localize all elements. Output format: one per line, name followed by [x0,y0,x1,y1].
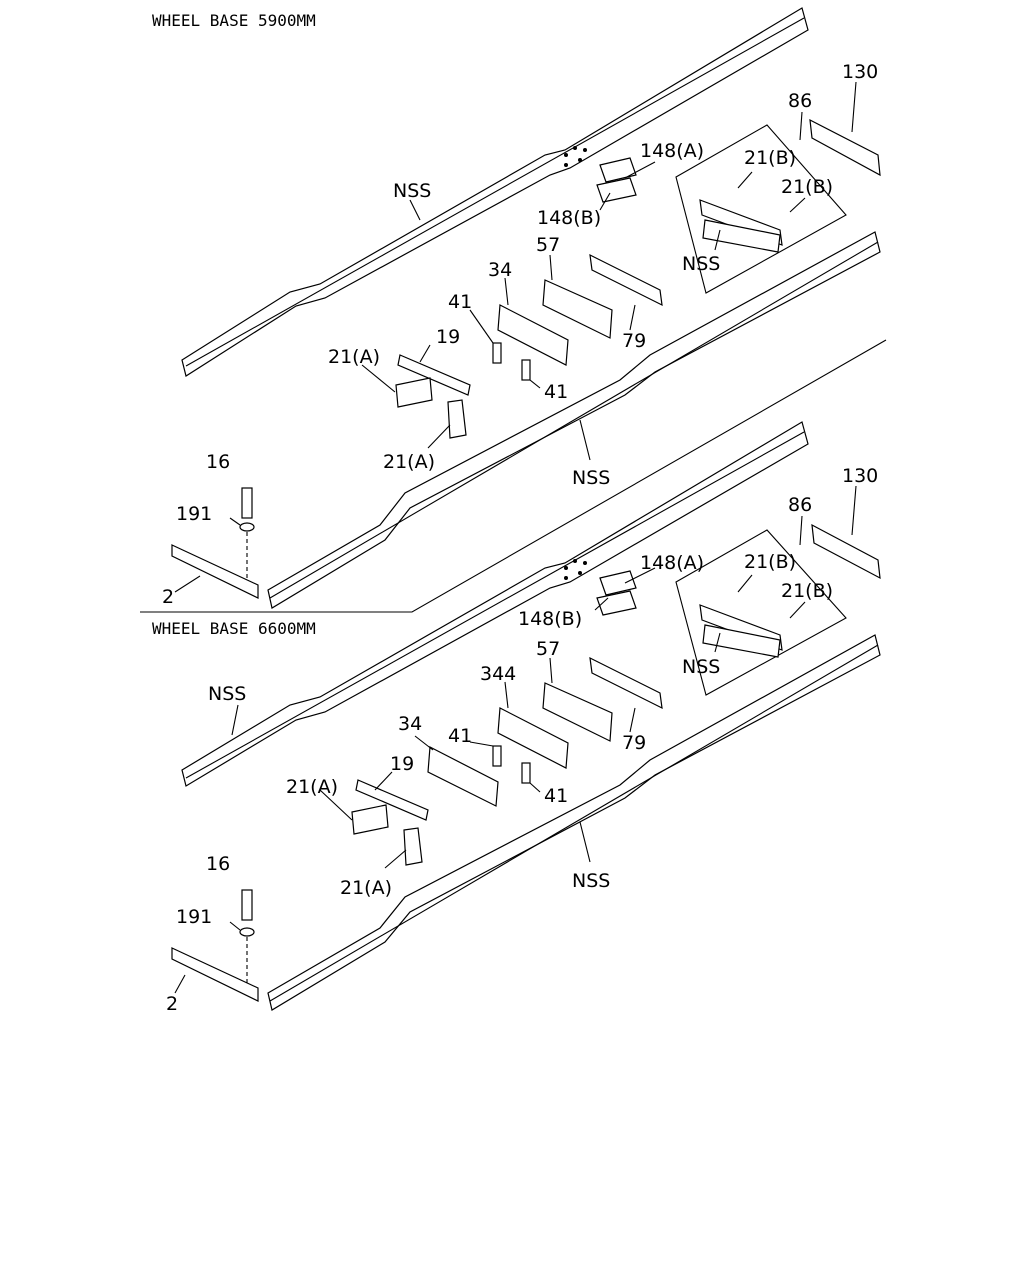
callout-41-1: 41 [448,291,472,313]
part-41-b [521,359,531,381]
callout-2: 2 [166,993,178,1015]
callout-148b: 148(B) [518,608,582,630]
part-2-crossmember [171,544,259,599]
part-41-a [492,745,502,767]
callout-191: 191 [176,503,212,525]
callout-nss-2: NSS [208,683,246,705]
section-wheel-base-6600: WHEEL BASE 6600MM [152,421,881,1015]
right-frame-rail [267,231,881,609]
part-21a-a [351,804,389,835]
part-2-crossmember [171,947,259,1002]
part-21a-a [395,377,433,408]
part-16-bolt [241,487,253,519]
callout-2: 2 [162,586,174,608]
left-frame-rail [181,421,809,787]
part-191-washer [239,927,255,937]
callout-21a-1: 21(A) [286,776,338,798]
section-title: WHEEL BASE 6600MM [152,619,316,638]
callout-148a: 148(A) [640,140,704,162]
left-frame-rail [181,7,809,377]
callout-130: 130 [842,465,878,487]
part-19 [355,779,429,821]
section-wheel-base-5900: WHEEL BASE 5900MM [152,7,881,609]
section-divider [140,339,887,613]
callout-41-1: 41 [448,725,472,747]
callout-191: 191 [176,906,212,928]
part-19 [397,354,471,396]
part-21b-lower [702,624,781,658]
callout-nss-3: NSS [572,467,610,489]
callout-148b: 148(B) [537,207,601,229]
part-148b [596,177,637,203]
callout-34: 34 [488,259,512,281]
part-344 [497,707,569,769]
callout-130: 130 [842,61,878,83]
part-21a-b [447,399,467,439]
part-148a [599,570,637,596]
callout-nss-3: NSS [572,870,610,892]
part-130 [809,118,881,177]
inset-box-86 [675,124,847,294]
callout-41-2: 41 [544,785,568,807]
callout-57: 57 [536,638,560,660]
part-41-b [521,762,531,784]
callout-21b-1: 21(B) [744,147,796,169]
part-16-bolt [241,889,253,921]
callout-19: 19 [390,753,414,775]
part-130 [811,523,881,580]
part-57 [542,279,613,339]
callout-148a: 148(A) [640,552,704,574]
callout-nss-2: NSS [682,253,720,275]
callout-21a-2: 21(A) [340,877,392,899]
part-57 [542,682,613,742]
part-41-a [492,342,502,364]
callout-41-2: 41 [544,381,568,403]
part-34 [427,746,499,807]
callout-57: 57 [536,234,560,256]
callout-86: 86 [788,90,812,112]
part-79 [589,253,663,307]
part-148a [599,157,637,183]
callout-21b-2: 21(B) [781,176,833,198]
callout-16: 16 [206,451,230,473]
callout-21b-1: 21(B) [744,551,796,573]
callout-nss-1: NSS [682,656,720,678]
callout-79: 79 [622,330,646,352]
right-frame-rail [267,634,881,1011]
inset-box-86 [675,529,847,696]
section-title: WHEEL BASE 5900MM [152,11,316,30]
callout-344: 344 [480,663,516,685]
callout-34: 34 [398,713,422,735]
callout-21a-1: 21(A) [328,346,380,368]
callout-79: 79 [622,732,646,754]
callout-16: 16 [206,853,230,875]
callout-21a-2: 21(A) [383,451,435,473]
part-191-washer [239,522,255,532]
part-34 [497,304,569,366]
part-21a-b [403,827,423,866]
part-21b-lower [702,219,781,253]
callout-19: 19 [436,326,460,348]
callout-nss-1: NSS [393,180,431,202]
callout-86: 86 [788,494,812,516]
part-79 [589,656,663,710]
part-148b [596,590,637,616]
callout-21b-2: 21(B) [781,580,833,602]
